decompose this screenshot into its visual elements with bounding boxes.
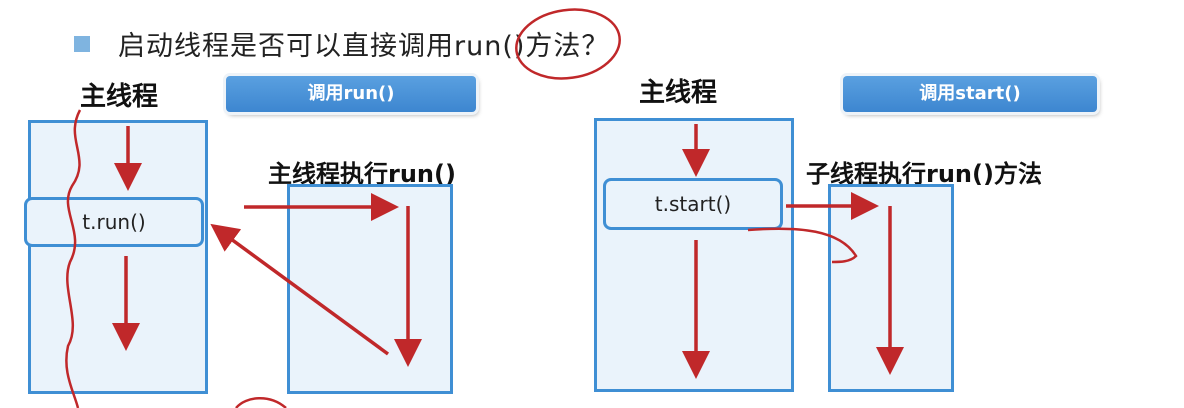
page-title: 启动线程是否可以直接调用run()方法？ — [118, 31, 610, 62]
right-main-thread-box — [594, 118, 794, 392]
right-child-thread-box — [828, 184, 954, 392]
right-executor-label: 子线程执行run()方法 — [806, 160, 1042, 188]
left-main-thread-label: 主线程 — [80, 82, 159, 112]
right-main-thread-label: 主线程 — [639, 78, 718, 108]
bullet-square-icon — [74, 36, 90, 52]
left-executor-label: 主线程执行run() — [268, 160, 456, 188]
right-call-box: t.start() — [603, 178, 783, 230]
left-call-run-pill: 调用run() — [226, 76, 476, 112]
left-call-box: t.run() — [24, 197, 204, 247]
left-main-thread-box — [28, 120, 208, 394]
left-run-thread-box — [287, 184, 453, 394]
right-call-start-pill: 调用start() — [843, 76, 1097, 112]
bottom-arc-annotation — [235, 397, 287, 408]
